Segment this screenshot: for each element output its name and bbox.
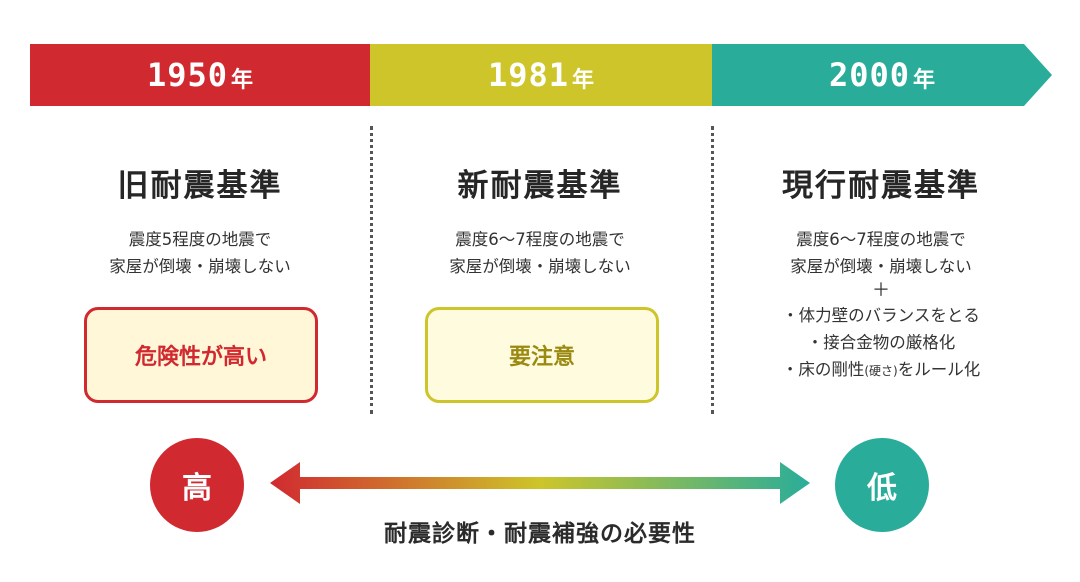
plus-sign: ＋ <box>872 280 890 301</box>
year-label: 2000 <box>828 56 911 94</box>
description-line: 震度6〜7程度の地震で <box>455 230 625 249</box>
description-line: 震度6〜7程度の地震で <box>796 230 966 249</box>
requirement-item: ・床の剛性(硬さ)をルール化 <box>711 356 1051 385</box>
description-line: 震度5程度の地震で <box>128 230 272 249</box>
requirement-text: ・床の剛性 <box>781 360 865 379</box>
year-label: 1950 <box>146 56 229 94</box>
column-description: 震度5程度の地震で 家屋が倒壊・崩壊しない <box>30 226 370 280</box>
column-heading: 現行耐震基準 <box>782 168 980 204</box>
risk-badge-caution: 要注意 <box>425 307 659 403</box>
gradient-double-arrow <box>270 462 810 504</box>
column-description: 震度6〜7程度の地震で 家屋が倒壊・崩壊しない <box>711 226 1051 280</box>
high-circle: 高 <box>150 438 244 532</box>
dotted-divider <box>711 126 714 414</box>
risk-badge-high: 危険性が高い <box>84 307 318 403</box>
column-description: 震度6〜7程度の地震で 家屋が倒壊・崩壊しない <box>370 226 710 280</box>
column-heading: 新耐震基準 <box>457 168 623 204</box>
description-line: 家屋が倒壊・崩壊しない <box>109 257 291 276</box>
column-old-standard: 旧耐震基準 震度5程度の地震で 家屋が倒壊・崩壊しない <box>30 150 370 280</box>
description-line: 家屋が倒壊・崩壊しない <box>790 257 972 276</box>
scale-caption: 耐震診断・耐震補強の必要性 <box>384 521 696 547</box>
requirement-list: ・体力壁のバランスをとる ・接合金物の厳格化 ・床の剛性(硬さ)をルール化 <box>711 302 1051 385</box>
dotted-divider <box>370 126 373 414</box>
requirement-item: ・体力壁のバランスをとる <box>782 306 980 325</box>
description-line: 家屋が倒壊・崩壊しない <box>449 257 631 276</box>
low-circle: 低 <box>835 438 929 532</box>
year-label: 1981 <box>487 56 570 94</box>
column-new-standard: 新耐震基準 震度6〜7程度の地震で 家屋が倒壊・崩壊しない <box>370 150 710 280</box>
year-suffix: 年 <box>572 68 595 93</box>
year-suffix: 年 <box>231 68 254 93</box>
requirement-text: をルール化 <box>897 360 981 379</box>
requirement-item: ・接合金物の厳格化 <box>806 333 956 352</box>
year-suffix: 年 <box>913 68 936 93</box>
requirement-note: (硬さ) <box>864 364 898 378</box>
column-heading: 旧耐震基準 <box>117 168 283 204</box>
column-current-standard: 現行耐震基準 震度6〜7程度の地震で 家屋が倒壊・崩壊しない ＋ ・体力壁のバラ… <box>711 150 1051 385</box>
